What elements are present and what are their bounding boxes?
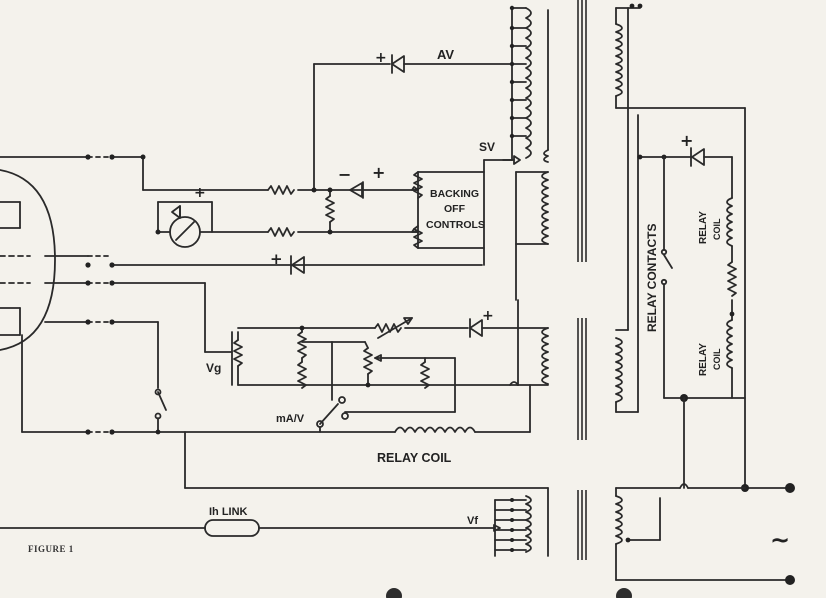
label-ma-v: mA/V (276, 413, 305, 425)
heater-section (0, 431, 549, 557)
binder-hole-left (386, 588, 402, 598)
label-ih-link: Ih LINK (209, 506, 248, 518)
anode-meter-section (140, 54, 513, 266)
label-relay-coil-lower: RELAY (698, 343, 709, 376)
valve-symbol (0, 169, 56, 351)
label-ac-supply: ~ (770, 526, 790, 554)
label-backing: BACKING (430, 188, 479, 200)
label-relay-diode-plus: + (680, 131, 693, 150)
label-sv: SV (479, 140, 495, 154)
label-controls: CONTROLS (426, 219, 485, 231)
label-relay-coil-bottom: RELAY COIL (377, 451, 452, 465)
valve-leads (0, 154, 483, 435)
grid-diode (290, 255, 305, 275)
label-grid-plus: + (270, 250, 283, 268)
meter-symbol (169, 216, 201, 248)
label-minus: − (338, 165, 351, 184)
ih-link (204, 519, 260, 537)
label-grid-diode-plus: + (482, 308, 494, 324)
binder-hole-right (616, 588, 632, 598)
label-av-plus: + (375, 50, 387, 66)
label-relay-coil-upper: RELAY (698, 211, 709, 244)
label-relay-coil-upper-2: COIL (712, 218, 722, 240)
label-off: OFF (444, 203, 466, 215)
label-plus-mid: + (372, 163, 385, 182)
label-meter-plus: + (194, 185, 206, 201)
label-vf: Vf (467, 515, 478, 527)
top-transformer (502, 5, 549, 301)
label-vg: Vg (206, 361, 221, 375)
label-relay-contacts: RELAY CONTACTS (645, 224, 659, 332)
figure-caption: FIGURE 1 (28, 544, 74, 554)
label-av: AV (437, 47, 454, 62)
grid-section (154, 299, 549, 435)
label-relay-coil-lower-2: COIL (712, 348, 722, 370)
primary-side (615, 3, 795, 585)
transformer-cores (577, 0, 587, 560)
